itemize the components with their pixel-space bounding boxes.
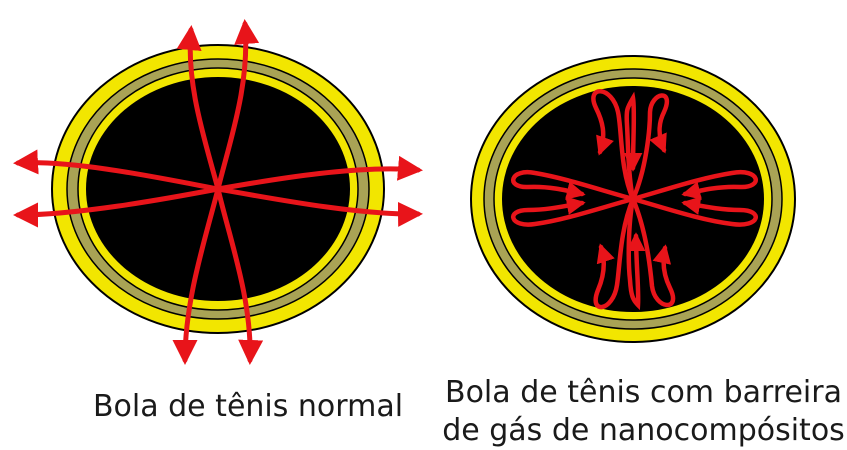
normal-ball-caption: Bola de tênis normal	[78, 392, 418, 422]
nanocomposite-ball-caption: Bola de tênis com barreira de gás de nan…	[440, 374, 847, 450]
nanocomposite-tennis-ball	[471, 56, 795, 342]
nanocomposite-caption-line-2: de gás de nanocompósitos	[440, 412, 847, 450]
normal-tennis-ball	[18, 24, 418, 360]
nanocomposite-caption-line-1: Bola de tênis com barreira	[440, 374, 847, 412]
